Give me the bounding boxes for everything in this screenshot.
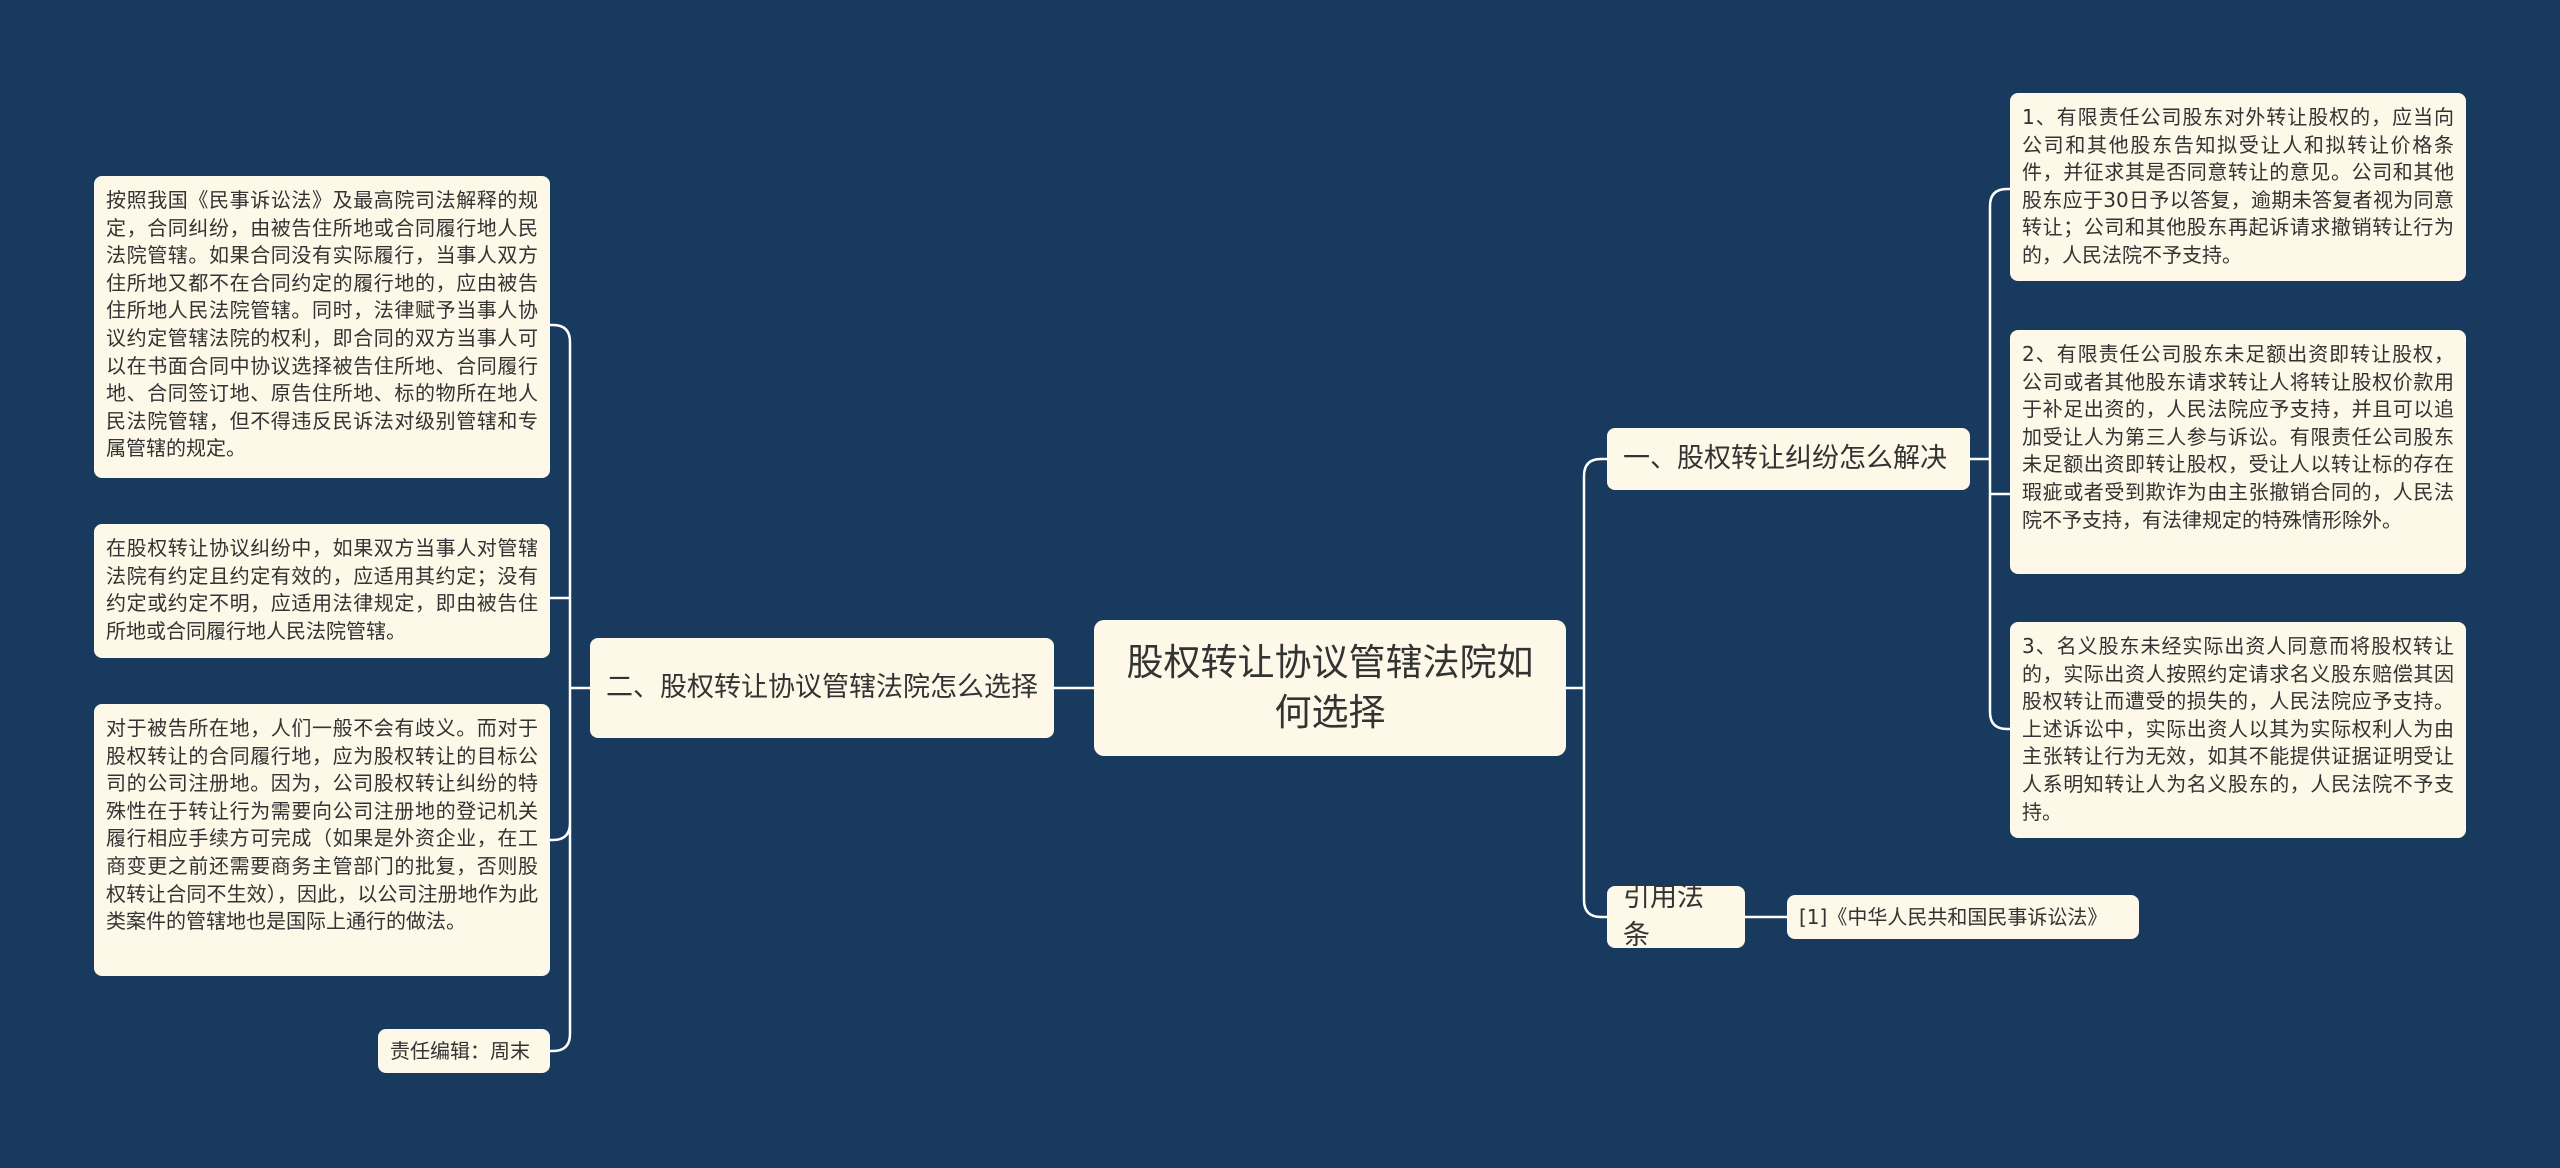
leaf-text: 2、有限责任公司股东未足额出资即转让股权，公司或者其他股东请求转让人将转让股权价… — [2022, 342, 2454, 532]
leaf-court-point-2[interactable]: 在股权转让协议纠纷中，如果双方当事人对管辖法院有约定且约定有效的，应适用其约定；… — [94, 524, 550, 658]
connector-right-spine — [1582, 457, 1607, 919]
connector-left-spine — [550, 323, 572, 1053]
leaf-editor[interactable]: 责任编辑：周末 — [378, 1029, 550, 1073]
leaf-text: 3、名义股东未经实际出资人同意而将股权转让的，实际出资人按照约定请求名义股东赔偿… — [2022, 634, 2454, 824]
leaf-text: 在股权转让协议纠纷中，如果双方当事人对管辖法院有约定且约定有效的，应适用其约定；… — [106, 536, 538, 643]
branch-label: 引用法条 — [1623, 882, 1704, 951]
branch-court-selection[interactable]: 二、股权转让协议管辖法院怎么选择 — [590, 638, 1054, 738]
central-topic[interactable]: 股权转让协议管辖法院如何选择 — [1094, 620, 1566, 756]
leaf-text: [1]《中华人民共和国民事诉讼法》 — [1799, 905, 2108, 929]
leaf-text: 按照我国《民事诉讼法》及最高院司法解释的规定，合同纠纷，由被告住所地或合同履行地… — [106, 188, 538, 461]
leaf-dispute-point-1[interactable]: 1、有限责任公司股东对外转让股权的，应当向公司和其他股东告知拟受让人和拟转让价格… — [2010, 93, 2466, 281]
branch-cited-law[interactable]: 引用法条 — [1607, 882, 1745, 951]
leaf-court-point-3[interactable]: 对于被告所在地，人们一般不会有歧义。而对于股权转让的合同履行地，应为股权转让的目… — [94, 704, 550, 976]
connector-branch1-spine — [1988, 187, 2010, 731]
leaf-dispute-point-3[interactable]: 3、名义股东未经实际出资人同意而将股权转让的，实际出资人按照约定请求名义股东赔偿… — [2010, 622, 2466, 838]
leaf-cited-law-ref[interactable]: [1]《中华人民共和国民事诉讼法》 — [1787, 895, 2139, 939]
leaf-text: 责任编辑：周末 — [390, 1039, 530, 1063]
branch-dispute-resolution[interactable]: 一、股权转让纠纷怎么解决 — [1607, 428, 1970, 490]
leaf-court-point-1[interactable]: 按照我国《民事诉讼法》及最高院司法解释的规定，合同纠纷，由被告住所地或合同履行地… — [94, 176, 550, 478]
leaf-dispute-point-2[interactable]: 2、有限责任公司股东未足额出资即转让股权，公司或者其他股东请求转让人将转让股权价… — [2010, 330, 2466, 574]
branch-label: 二、股权转让协议管辖法院怎么选择 — [606, 672, 1038, 703]
central-topic-title: 股权转让协议管辖法院如何选择 — [1126, 641, 1534, 734]
leaf-text: 1、有限责任公司股东对外转让股权的，应当向公司和其他股东告知拟受让人和拟转让价格… — [2022, 105, 2454, 267]
leaf-text: 对于被告所在地，人们一般不会有歧义。而对于股权转让的合同履行地，应为股权转让的目… — [106, 716, 538, 934]
branch-label: 一、股权转让纠纷怎么解决 — [1623, 443, 1947, 474]
